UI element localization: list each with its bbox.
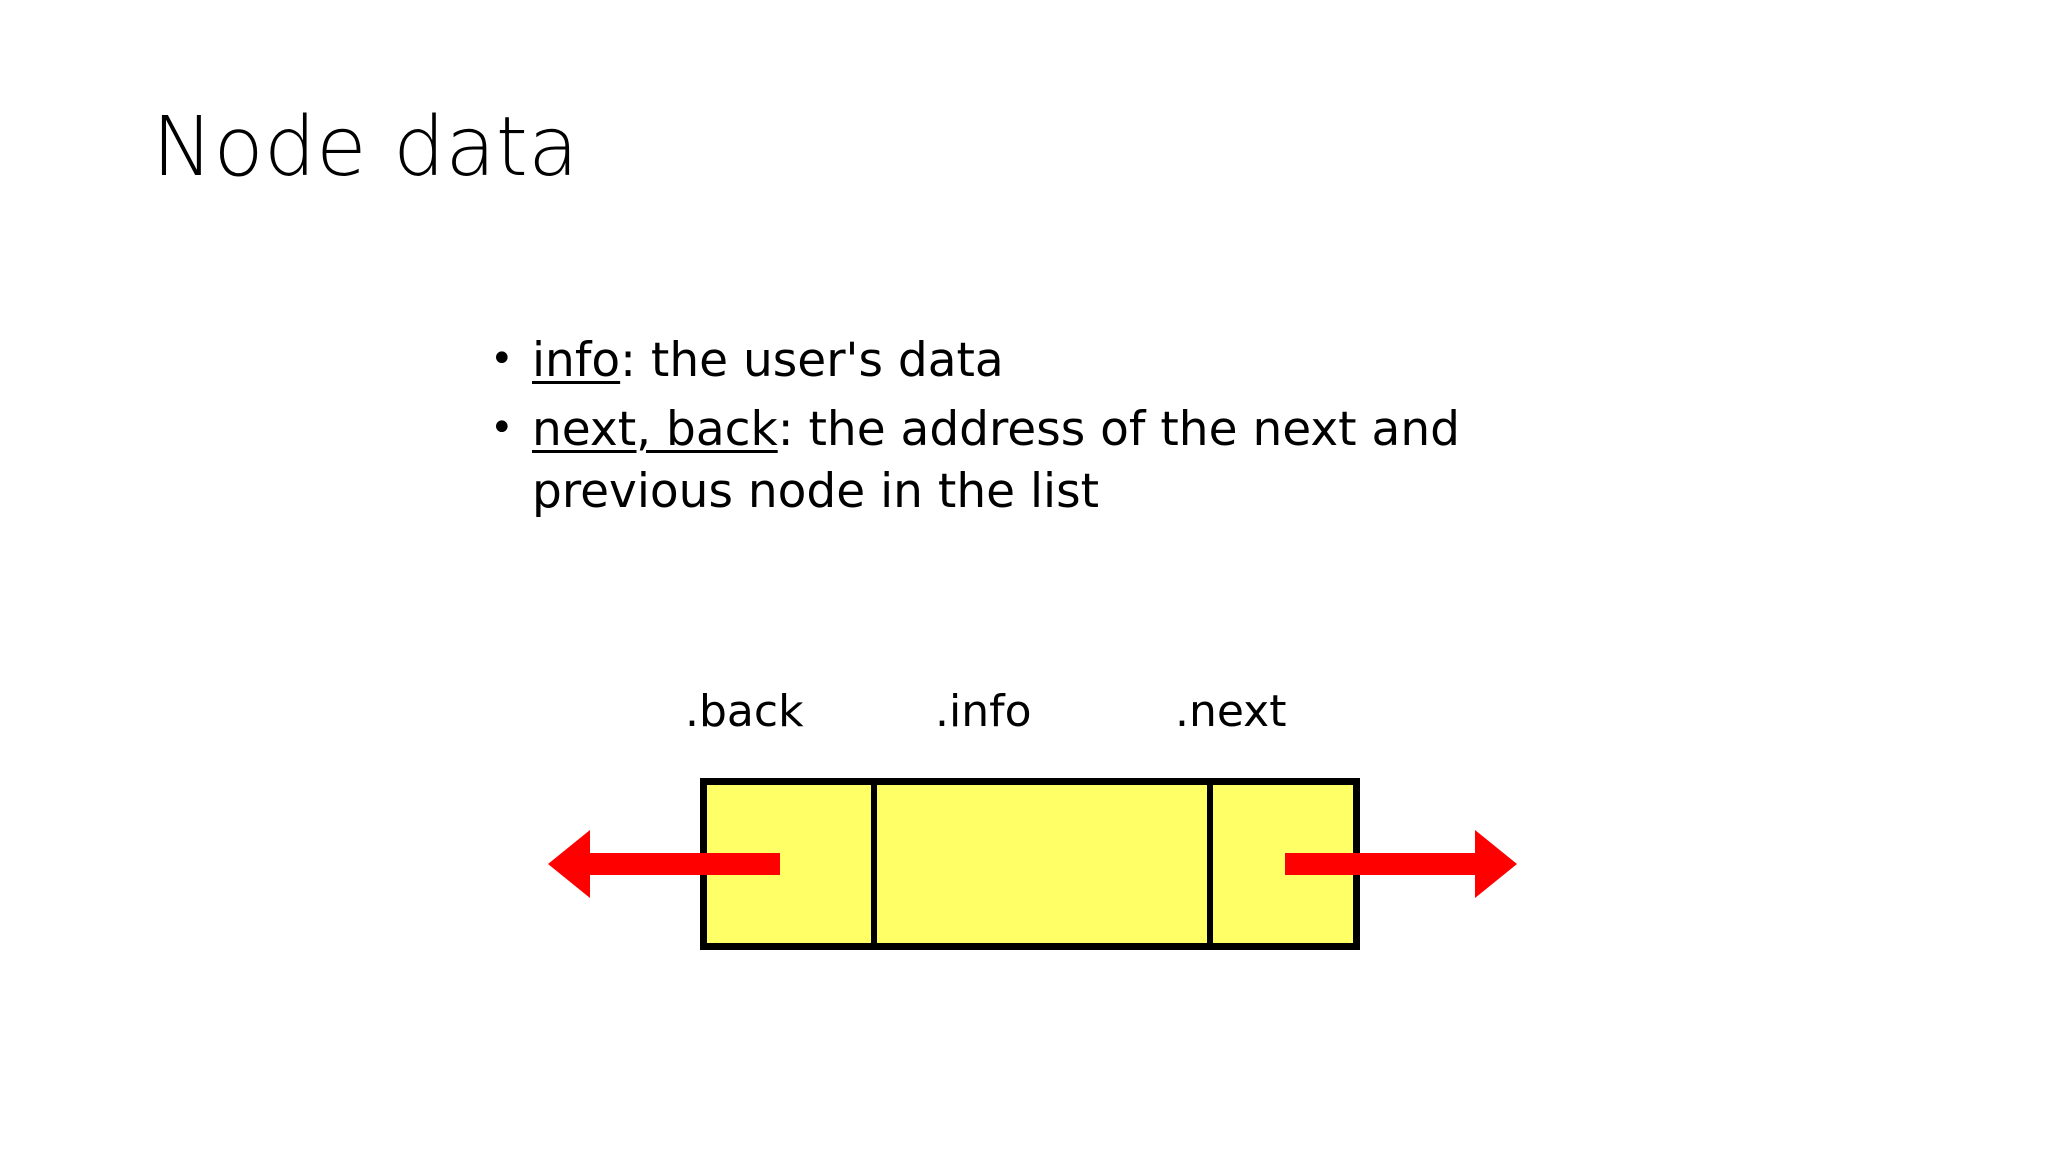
- list-item: • next, back: the address of the next an…: [490, 399, 1540, 524]
- node-diagram: .back .info .next: [548, 690, 1520, 990]
- term-next-back-description: : the address of the next and previous n…: [532, 401, 1460, 520]
- term-info: info: [532, 333, 621, 388]
- list-item-text: next, back: the address of the next and …: [532, 399, 1540, 524]
- term-info-description: : the user's data: [620, 333, 1004, 388]
- bullet-list: • info: the user's data • next, back: th…: [490, 330, 1540, 530]
- node-cell-next: [1213, 785, 1353, 943]
- label-back: .back: [685, 686, 804, 737]
- bullet-marker-icon: •: [490, 404, 514, 451]
- label-info: .info: [935, 686, 1032, 737]
- list-item-text: info: the user's data: [532, 330, 1540, 393]
- bullet-marker-icon: •: [490, 336, 514, 382]
- page-title: Node data: [152, 100, 579, 195]
- node-cell-labels: .back .info .next: [560, 690, 1520, 750]
- node-box: [700, 778, 1360, 950]
- node-cell-back: [707, 785, 877, 943]
- node-cell-info: [877, 785, 1213, 943]
- label-next: .next: [1175, 686, 1287, 737]
- list-item: • info: the user's data: [490, 330, 1540, 393]
- term-next-back: next, back: [532, 401, 778, 457]
